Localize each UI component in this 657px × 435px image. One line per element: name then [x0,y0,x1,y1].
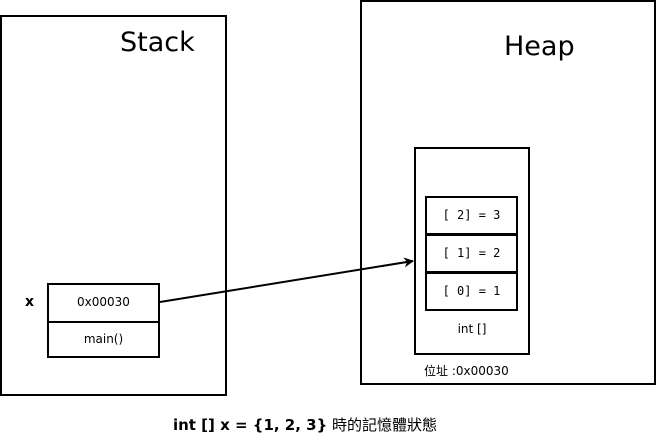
caption-text: 時的記憶體狀態 [327,416,438,434]
stack-frame-main: main() [47,321,160,358]
heap-region [360,0,656,385]
array-address-label: 位址 :0x00030 [424,364,509,378]
caption-code: int [] x = {1, 2, 3} [172,416,328,434]
array-type-label: int [] [457,322,487,336]
heap-title: Heap [504,31,575,62]
stack-region [0,15,227,396]
figure-caption: int [] x = {1, 2, 3} 時的記憶體狀態 [0,414,610,435]
variable-label-x: x [25,294,35,310]
reference-arrow-line [159,257,414,303]
array-object [414,147,530,355]
array-cell-0: [ 0] = 1 [425,272,518,311]
stack-title: Stack [120,27,195,58]
